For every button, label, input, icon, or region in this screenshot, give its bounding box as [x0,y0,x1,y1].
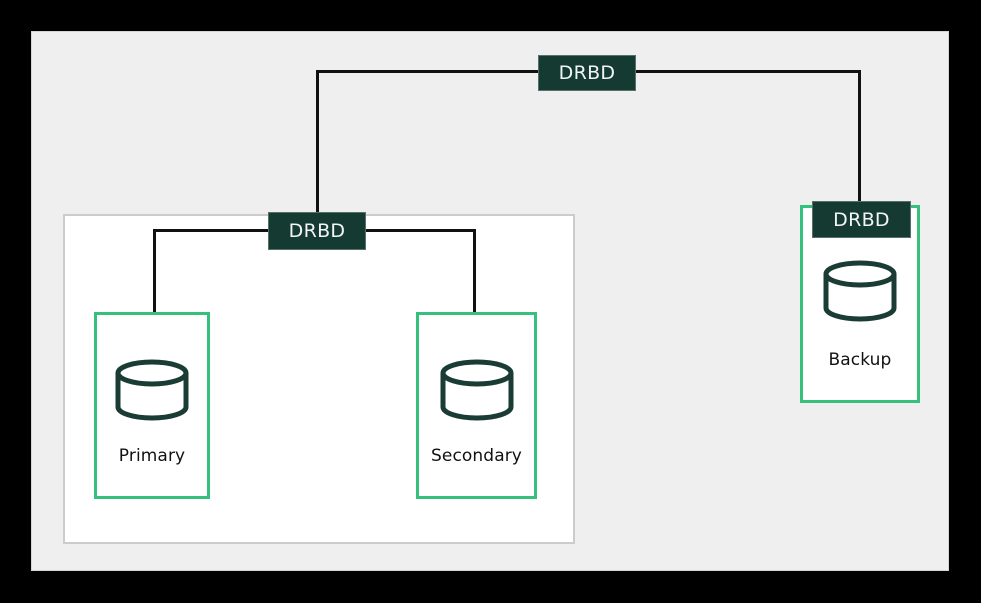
node-backup-label: Backup [828,350,892,370]
node-backup[interactable]: Backup [800,205,920,403]
node-secondary-label: Secondary [431,446,522,466]
connector-middle-bus-left [153,229,271,232]
database-cylinder-icon [440,359,513,421]
node-primary[interactable]: Primary [94,312,210,499]
connector-to-secondary [473,229,476,363]
connector-middle-bus-right [363,229,476,232]
drbd-box-middle[interactable]: DRBD [268,212,366,250]
database-cylinder-icon [823,260,897,322]
connector-top-to-middle-drbd [316,70,319,215]
node-secondary[interactable]: Secondary [416,312,537,499]
drbd-box-backup-label: DRBD [833,208,890,231]
drbd-box-top[interactable]: DRBD [538,55,636,91]
node-primary-label: Primary [118,446,186,466]
connector-top-bus-left [316,70,540,73]
connector-top-bus-right [634,70,861,73]
database-cylinder-icon [115,359,189,421]
connector-top-to-backup-drbd [858,70,861,205]
connector-to-primary [153,229,156,363]
drbd-box-backup[interactable]: DRBD [812,201,911,238]
drbd-box-top-label: DRBD [558,62,616,84]
drbd-box-middle-label: DRBD [288,220,346,242]
